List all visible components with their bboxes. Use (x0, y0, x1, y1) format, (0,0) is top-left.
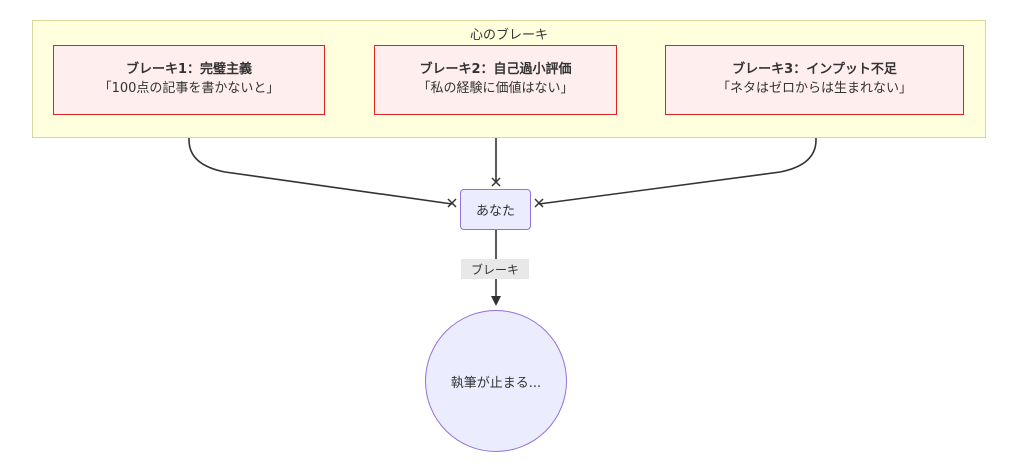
brake-title: ブレーキ2：自己過小評価 (419, 62, 572, 77)
brake-node-1[interactable]: ブレーキ1：完璧主義 「100点の記事を書かないと」 (53, 45, 325, 115)
brake-node-3[interactable]: ブレーキ3：インプット不足 「ネタはゼロからは生まれない」 (665, 45, 964, 115)
cross-marker-2 (491, 177, 501, 187)
brake-quote: 「100点の記事を書かないと」 (98, 81, 280, 96)
brake-title: ブレーキ1：完璧主義 (125, 62, 253, 77)
writing-stops-node[interactable]: 執筆が止まる... (425, 310, 567, 452)
brake-title: ブレーキ3：インプット不足 (732, 62, 897, 77)
cluster-title: 心のブレーキ (469, 28, 548, 43)
you-node[interactable]: あなた (460, 189, 531, 230)
edge-brake3-to-you (538, 115, 817, 205)
brake-quote: 「私の経験に価値はない」 (417, 81, 574, 96)
cross-marker-1 (447, 198, 457, 208)
brake-node-2[interactable]: ブレーキ2：自己過小評価 「私の経験に価値はない」 (374, 45, 617, 115)
edge-brake1-to-you (188, 115, 453, 205)
brake-quote: 「ネタはゼロからは生まれない」 (716, 81, 912, 96)
edge-label-brake: ブレーキ (461, 259, 529, 279)
cross-marker-3 (534, 198, 544, 208)
